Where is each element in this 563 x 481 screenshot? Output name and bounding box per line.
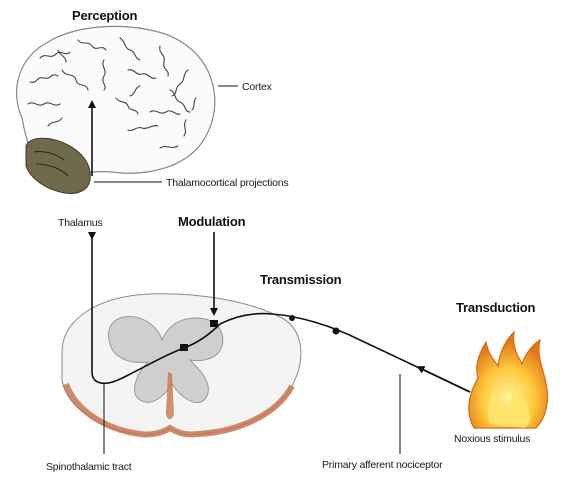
afferent-label: Primary afferent nociceptor [322,459,443,471]
stimulus-arrow [420,368,470,392]
spinal-cord-illustration [62,294,301,435]
brain-illustration [17,26,215,193]
transmission-heading: Transmission [260,272,342,287]
dorsal-horn-synapse [210,320,218,327]
stimulus-label: Noxious stimulus [454,433,530,445]
flame-illustration [469,332,548,428]
afferent-node-1 [333,328,340,335]
thalamus-label: Thalamus [58,217,103,229]
perception-heading: Perception [72,8,137,23]
cortex-label: Cortex [242,81,273,93]
afferent-node-2 [289,315,295,321]
transduction-heading: Transduction [456,300,535,315]
modulation-heading: Modulation [178,214,246,229]
thalamocortical-label: Thalamocortical projections [166,177,288,189]
interneuron-synapse [180,344,188,351]
spinothalamic-label: Spinothalamic tract [46,461,132,473]
